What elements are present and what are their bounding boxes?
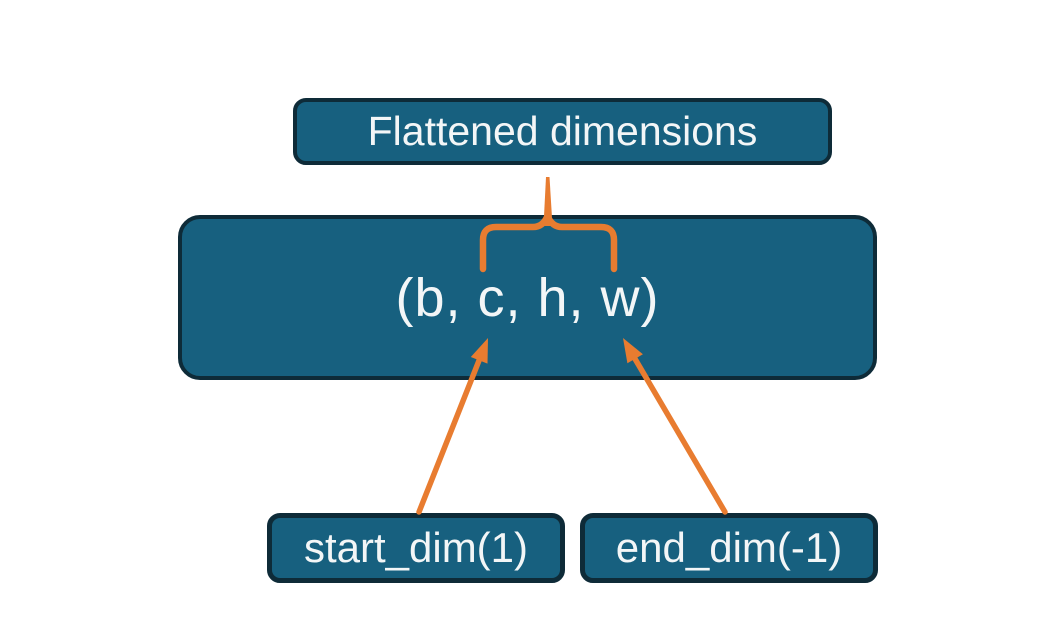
tensor-shape-box: (b, c, h, w) (178, 215, 877, 380)
end-dim-label: end_dim(-1) (615, 524, 843, 571)
start-dim-label: start_dim(1) (303, 524, 529, 571)
flattened-dimensions-box: Flattened dimensions (293, 98, 832, 165)
tensor-shape-label: (b, c, h, w) (395, 267, 660, 328)
start-dim-box: start_dim(1) (267, 513, 565, 583)
flattened-dimensions-label: Flattened dimensions (367, 108, 758, 154)
end-dim-box: end_dim(-1) (580, 513, 878, 583)
